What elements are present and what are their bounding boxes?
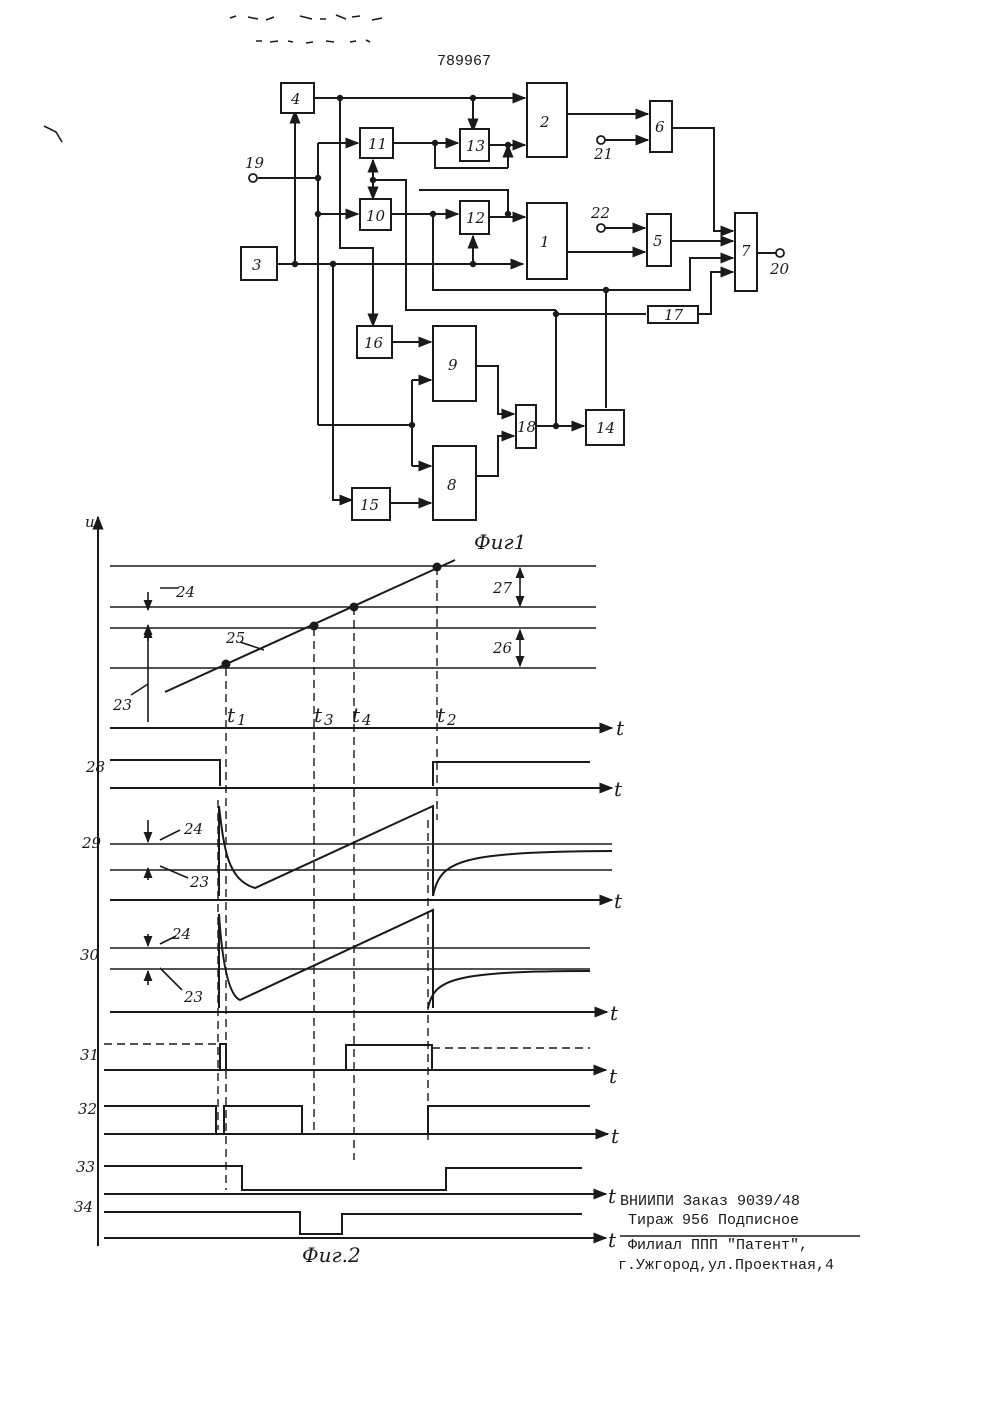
block-8: 8: [433, 446, 476, 520]
svg-text:31: 31: [80, 1046, 99, 1064]
svg-text:32: 32: [78, 1100, 97, 1118]
row-32: 32 t: [78, 1100, 620, 1148]
row-30: 30 t 24 23: [80, 910, 619, 1025]
svg-text:2: 2: [446, 711, 457, 729]
block-17: 17: [648, 306, 698, 324]
imprint-line-4: г.Ужгород,ул.Проектная,4: [618, 1257, 834, 1274]
block-5: 5: [647, 214, 671, 266]
svg-text:18: 18: [517, 418, 536, 436]
svg-text:4: 4: [361, 711, 372, 729]
block-13: 13: [460, 129, 489, 161]
block-3: 3: [241, 247, 277, 280]
svg-text:6: 6: [655, 118, 665, 136]
svg-text:15: 15: [360, 496, 379, 514]
t-axis-label: t: [616, 716, 625, 740]
time-mark-t3: t3: [314, 703, 334, 729]
svg-text:20: 20: [769, 260, 790, 278]
label-23-top: 23: [112, 696, 132, 714]
time-mark-t4: t4: [352, 703, 372, 729]
block-15: 15: [352, 488, 390, 520]
svg-text:28: 28: [85, 758, 105, 776]
svg-text:8: 8: [447, 476, 457, 494]
svg-text:4: 4: [290, 90, 301, 108]
svg-text:1: 1: [540, 233, 550, 251]
svg-text:t: t: [608, 1228, 617, 1252]
svg-text:t: t: [227, 703, 236, 727]
svg-text:9: 9: [448, 356, 458, 374]
block-10: 10: [360, 199, 391, 230]
svg-text:22: 22: [590, 204, 610, 222]
time-mark-t1: t1: [227, 703, 247, 729]
svg-text:29: 29: [81, 834, 102, 852]
svg-text:7: 7: [741, 242, 751, 260]
imprint-line-2: Тираж 956 Подписное: [628, 1212, 799, 1229]
imprint-line-3: Филиал ППП "Патент",: [628, 1237, 808, 1254]
fig1-caption: Фиг1: [474, 530, 526, 554]
fig2-caption: Фиг.2: [302, 1243, 361, 1267]
u-axis-label: u: [85, 513, 95, 531]
svg-text:t: t: [614, 777, 623, 801]
row-33: 33 t: [76, 1158, 617, 1208]
block-9: 9: [433, 326, 476, 401]
svg-text:t: t: [614, 889, 623, 913]
block-18: 18: [516, 405, 536, 448]
svg-text:5: 5: [653, 232, 663, 250]
label-27: 27: [492, 579, 513, 597]
patent-number: 789967: [437, 53, 491, 70]
svg-text:30: 30: [80, 946, 100, 964]
block-14: 14: [586, 410, 624, 445]
svg-text:34: 34: [74, 1198, 93, 1216]
svg-text:24: 24: [171, 925, 191, 943]
svg-text:t: t: [610, 1001, 619, 1025]
svg-text:11: 11: [368, 135, 387, 153]
svg-text:t: t: [314, 703, 323, 727]
svg-text:16: 16: [364, 334, 384, 352]
label-24-top: 24: [175, 583, 195, 601]
projection-lines: [218, 567, 437, 1190]
block-1: 1: [527, 203, 567, 279]
threshold-lines: [110, 566, 596, 668]
block-4: 4: [281, 83, 314, 113]
svg-text:t: t: [609, 1064, 618, 1088]
svg-text:t: t: [437, 703, 446, 727]
svg-text:3: 3: [252, 256, 262, 274]
svg-text:10: 10: [366, 207, 386, 225]
svg-text:2: 2: [539, 113, 550, 131]
svg-text:19: 19: [245, 154, 265, 172]
svg-text:t: t: [611, 1124, 620, 1148]
imprint-line-1: ВНИИПИ Заказ 9039/48: [620, 1193, 800, 1210]
svg-text:17: 17: [664, 306, 684, 324]
svg-text:23: 23: [189, 873, 209, 891]
svg-text:23: 23: [183, 988, 203, 1006]
block-diagram: 4 11 10 13 12 2 1 3 6 5 7 17 16 9 18 14 …: [241, 83, 790, 520]
svg-text:21: 21: [593, 145, 613, 163]
scan-noise: [44, 15, 382, 142]
label-25: 25: [225, 629, 245, 647]
svg-text:12: 12: [466, 209, 485, 227]
svg-text:3: 3: [324, 711, 334, 729]
svg-text:33: 33: [76, 1158, 95, 1176]
block-7: 7: [735, 213, 757, 291]
label-26: 26: [492, 639, 513, 657]
row-31: 31 t: [80, 1044, 618, 1088]
block-12: 12: [460, 201, 489, 234]
block-16: 16: [357, 326, 392, 358]
svg-text:13: 13: [466, 137, 485, 155]
block-11: 11: [360, 128, 393, 158]
svg-text:24: 24: [183, 820, 203, 838]
svg-text:1: 1: [237, 711, 247, 729]
row-29: 29 t 24 23: [81, 806, 623, 913]
time-mark-t2: t2: [437, 703, 457, 729]
block-6: 6: [650, 101, 672, 152]
timing-diagram: u t 24 23 25 27 26: [74, 513, 625, 1252]
svg-text:t: t: [608, 1184, 617, 1208]
block-2: 2: [527, 83, 567, 157]
imprint: ВНИИПИ Заказ 9039/48 Тираж 956 Подписное…: [618, 1193, 860, 1274]
svg-text:14: 14: [596, 419, 615, 437]
